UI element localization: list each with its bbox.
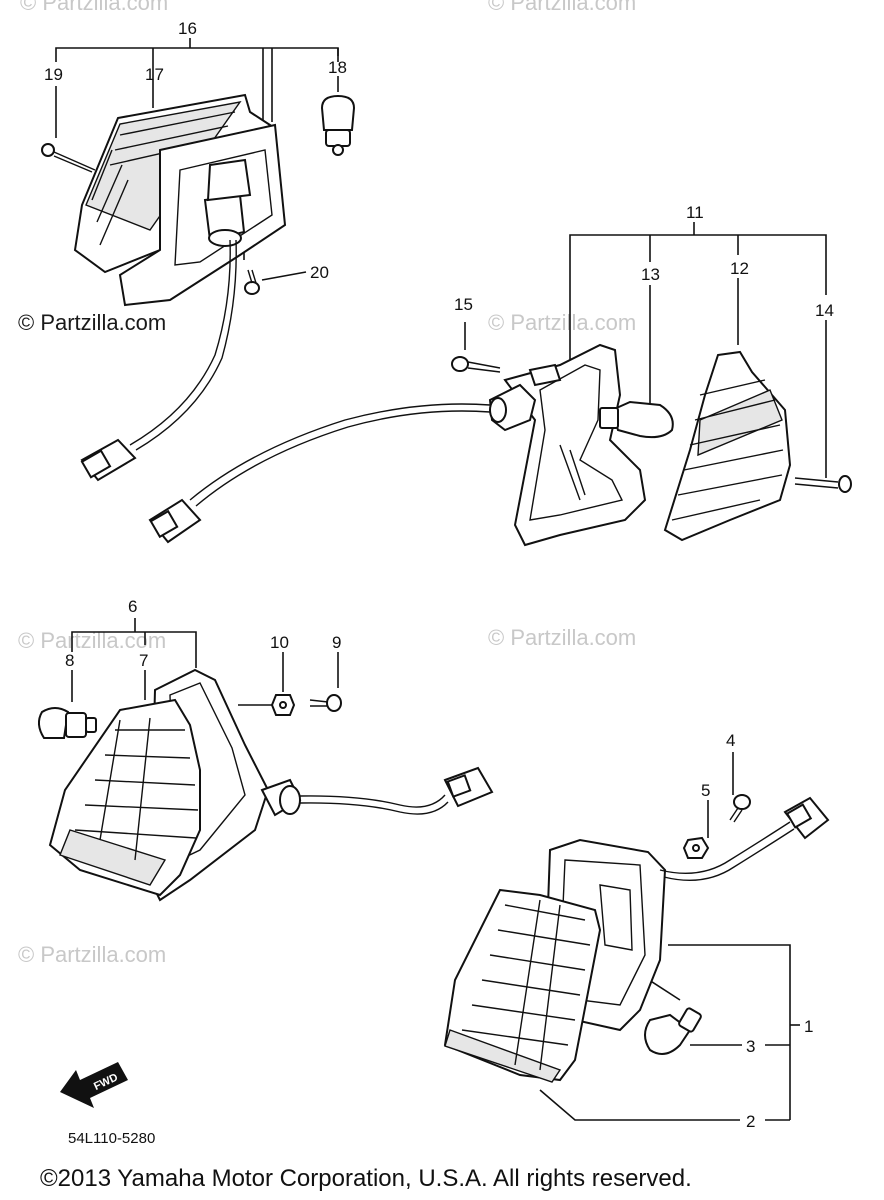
callout-20: 20 — [310, 263, 329, 282]
forward-arrow-icon: FWD — [60, 1062, 128, 1108]
lens-2 — [443, 888, 602, 1083]
callout-5: 5 — [701, 781, 710, 800]
callout-6: 6 — [128, 597, 137, 616]
callout-4: 4 — [726, 731, 735, 750]
callout-17: 17 — [145, 65, 164, 84]
lens-7 — [48, 698, 201, 897]
watermark-mid-right: © Partzilla.com — [488, 310, 636, 335]
copyright-text: ©2013 Yamaha Motor Corporation, U.S.A. A… — [40, 1165, 692, 1192]
screw-20 — [244, 269, 260, 295]
callout-12: 12 — [730, 259, 749, 278]
connector-1 — [783, 796, 830, 840]
watermark-mid-left: © Partzilla.com — [18, 310, 166, 335]
callout-1: 1 — [804, 1017, 813, 1036]
screw-14 — [794, 475, 852, 493]
callout-16: 16 — [178, 19, 197, 38]
callout-10: 10 — [270, 633, 289, 652]
watermark-bottom-left: © Partzilla.com — [18, 942, 166, 967]
bulb-3 — [644, 1007, 702, 1055]
lens-12 — [663, 350, 792, 542]
callout-3: 3 — [746, 1037, 755, 1056]
connector-6 — [443, 766, 494, 808]
callout-14: 14 — [815, 301, 834, 320]
watermark-lower-right: © Partzilla.com — [488, 625, 636, 650]
screw-4 — [729, 794, 751, 823]
callout-2: 2 — [746, 1112, 755, 1131]
callout-7: 7 — [139, 651, 148, 670]
callout-15: 15 — [454, 295, 473, 314]
assembly-11: 11 12 13 14 15 — [148, 203, 852, 547]
assembly-1: 1 2 3 4 5 — [443, 731, 830, 1131]
callout-13: 13 — [641, 265, 660, 284]
bulb-13 — [599, 400, 674, 439]
bulb-8 — [38, 707, 97, 739]
connector-16 — [80, 438, 137, 482]
callout-11: 11 — [686, 203, 704, 222]
callout-19: 19 — [44, 65, 63, 84]
screw-19 — [41, 143, 96, 173]
screw-15 — [451, 356, 501, 373]
nut-5 — [682, 836, 710, 859]
watermark-top-left: © Partzilla.com — [20, 0, 168, 15]
callout-9: 9 — [332, 633, 341, 652]
assembly-16: 16 17 18 19 20 — [41, 19, 356, 482]
assembly-6: 6 7 8 9 10 — [38, 597, 494, 902]
nut-10 — [270, 694, 296, 716]
callout-8: 8 — [65, 651, 74, 670]
connector-11 — [148, 498, 202, 544]
bulb-18 — [320, 94, 356, 156]
watermark-top-right: © Partzilla.com — [488, 0, 636, 15]
diagram-code: 54L110-5280 — [68, 1130, 155, 1147]
callout-18: 18 — [328, 58, 347, 77]
screw-9 — [309, 694, 342, 712]
